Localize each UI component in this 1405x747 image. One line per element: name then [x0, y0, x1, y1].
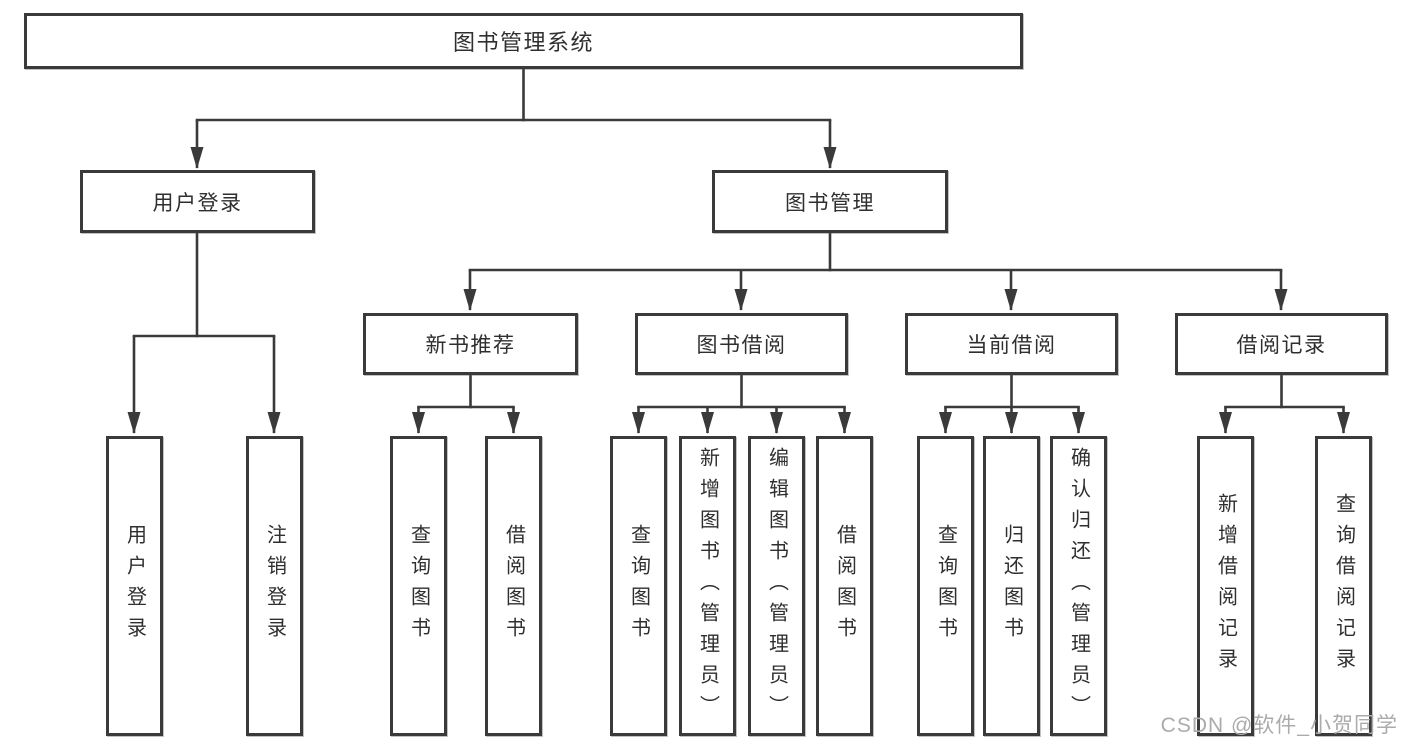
node-label: 当前借阅 — [966, 334, 1057, 357]
node-label: 用户登录 — [123, 524, 146, 648]
node-query-books-borrowing: 查询图书 — [610, 436, 667, 736]
node-user-login-item: 用户登录 — [106, 436, 163, 736]
node-label: 新增图书（管理员） — [696, 446, 719, 726]
node-borrow-books-borrowing: 借阅图书 — [816, 436, 873, 736]
node-label: 图书管理 — [785, 191, 875, 215]
node-new-book-recommendation: 新书推荐 — [363, 313, 578, 375]
node-user-login: 用户登录 — [80, 170, 315, 233]
node-add-borrow-record: 新增借阅记录 — [1197, 436, 1254, 736]
node-label: 新增借阅记录 — [1214, 493, 1237, 679]
node-label: 查询图书 — [934, 524, 957, 648]
node-label: 新书推荐 — [425, 334, 516, 357]
node-library-management-system: 图书管理系统 — [24, 13, 1023, 69]
node-label: 查询借阅记录 — [1332, 493, 1355, 679]
node-label: 图书管理系统 — [452, 30, 594, 55]
node-label: 编辑图书（管理员） — [765, 446, 788, 726]
node-label: 查询图书 — [407, 524, 430, 648]
node-current-borrowing: 当前借阅 — [905, 313, 1118, 375]
node-label: 借阅图书 — [833, 524, 856, 648]
node-logout-item: 注销登录 — [246, 436, 303, 736]
node-query-books-current: 查询图书 — [917, 436, 974, 736]
node-label: 查询图书 — [627, 524, 650, 648]
node-edit-book-admin: 编辑图书（管理员） — [748, 436, 805, 736]
node-borrow-books-recommend: 借阅图书 — [485, 436, 542, 736]
node-label: 图书借阅 — [696, 334, 787, 357]
node-label: 借阅图书 — [502, 524, 525, 648]
node-borrowing-records: 借阅记录 — [1175, 313, 1388, 375]
node-confirm-return-admin: 确认归还（管理员） — [1050, 436, 1107, 736]
node-label: 确认归还（管理员） — [1067, 446, 1090, 726]
node-label: 用户登录 — [152, 191, 243, 215]
node-book-management: 图书管理 — [712, 170, 948, 233]
node-label: 注销登录 — [263, 524, 286, 648]
node-label: 借阅记录 — [1236, 334, 1327, 357]
node-query-books-recommend: 查询图书 — [390, 436, 447, 736]
watermark: CSDN @软件_小贺同学 — [1160, 714, 1398, 737]
node-add-book-admin: 新增图书（管理员） — [679, 436, 736, 736]
node-query-borrow-record: 查询借阅记录 — [1315, 436, 1372, 736]
node-book-borrowing: 图书借阅 — [635, 313, 848, 375]
node-label: 归还图书 — [1000, 524, 1023, 648]
node-return-books: 归还图书 — [983, 436, 1040, 736]
